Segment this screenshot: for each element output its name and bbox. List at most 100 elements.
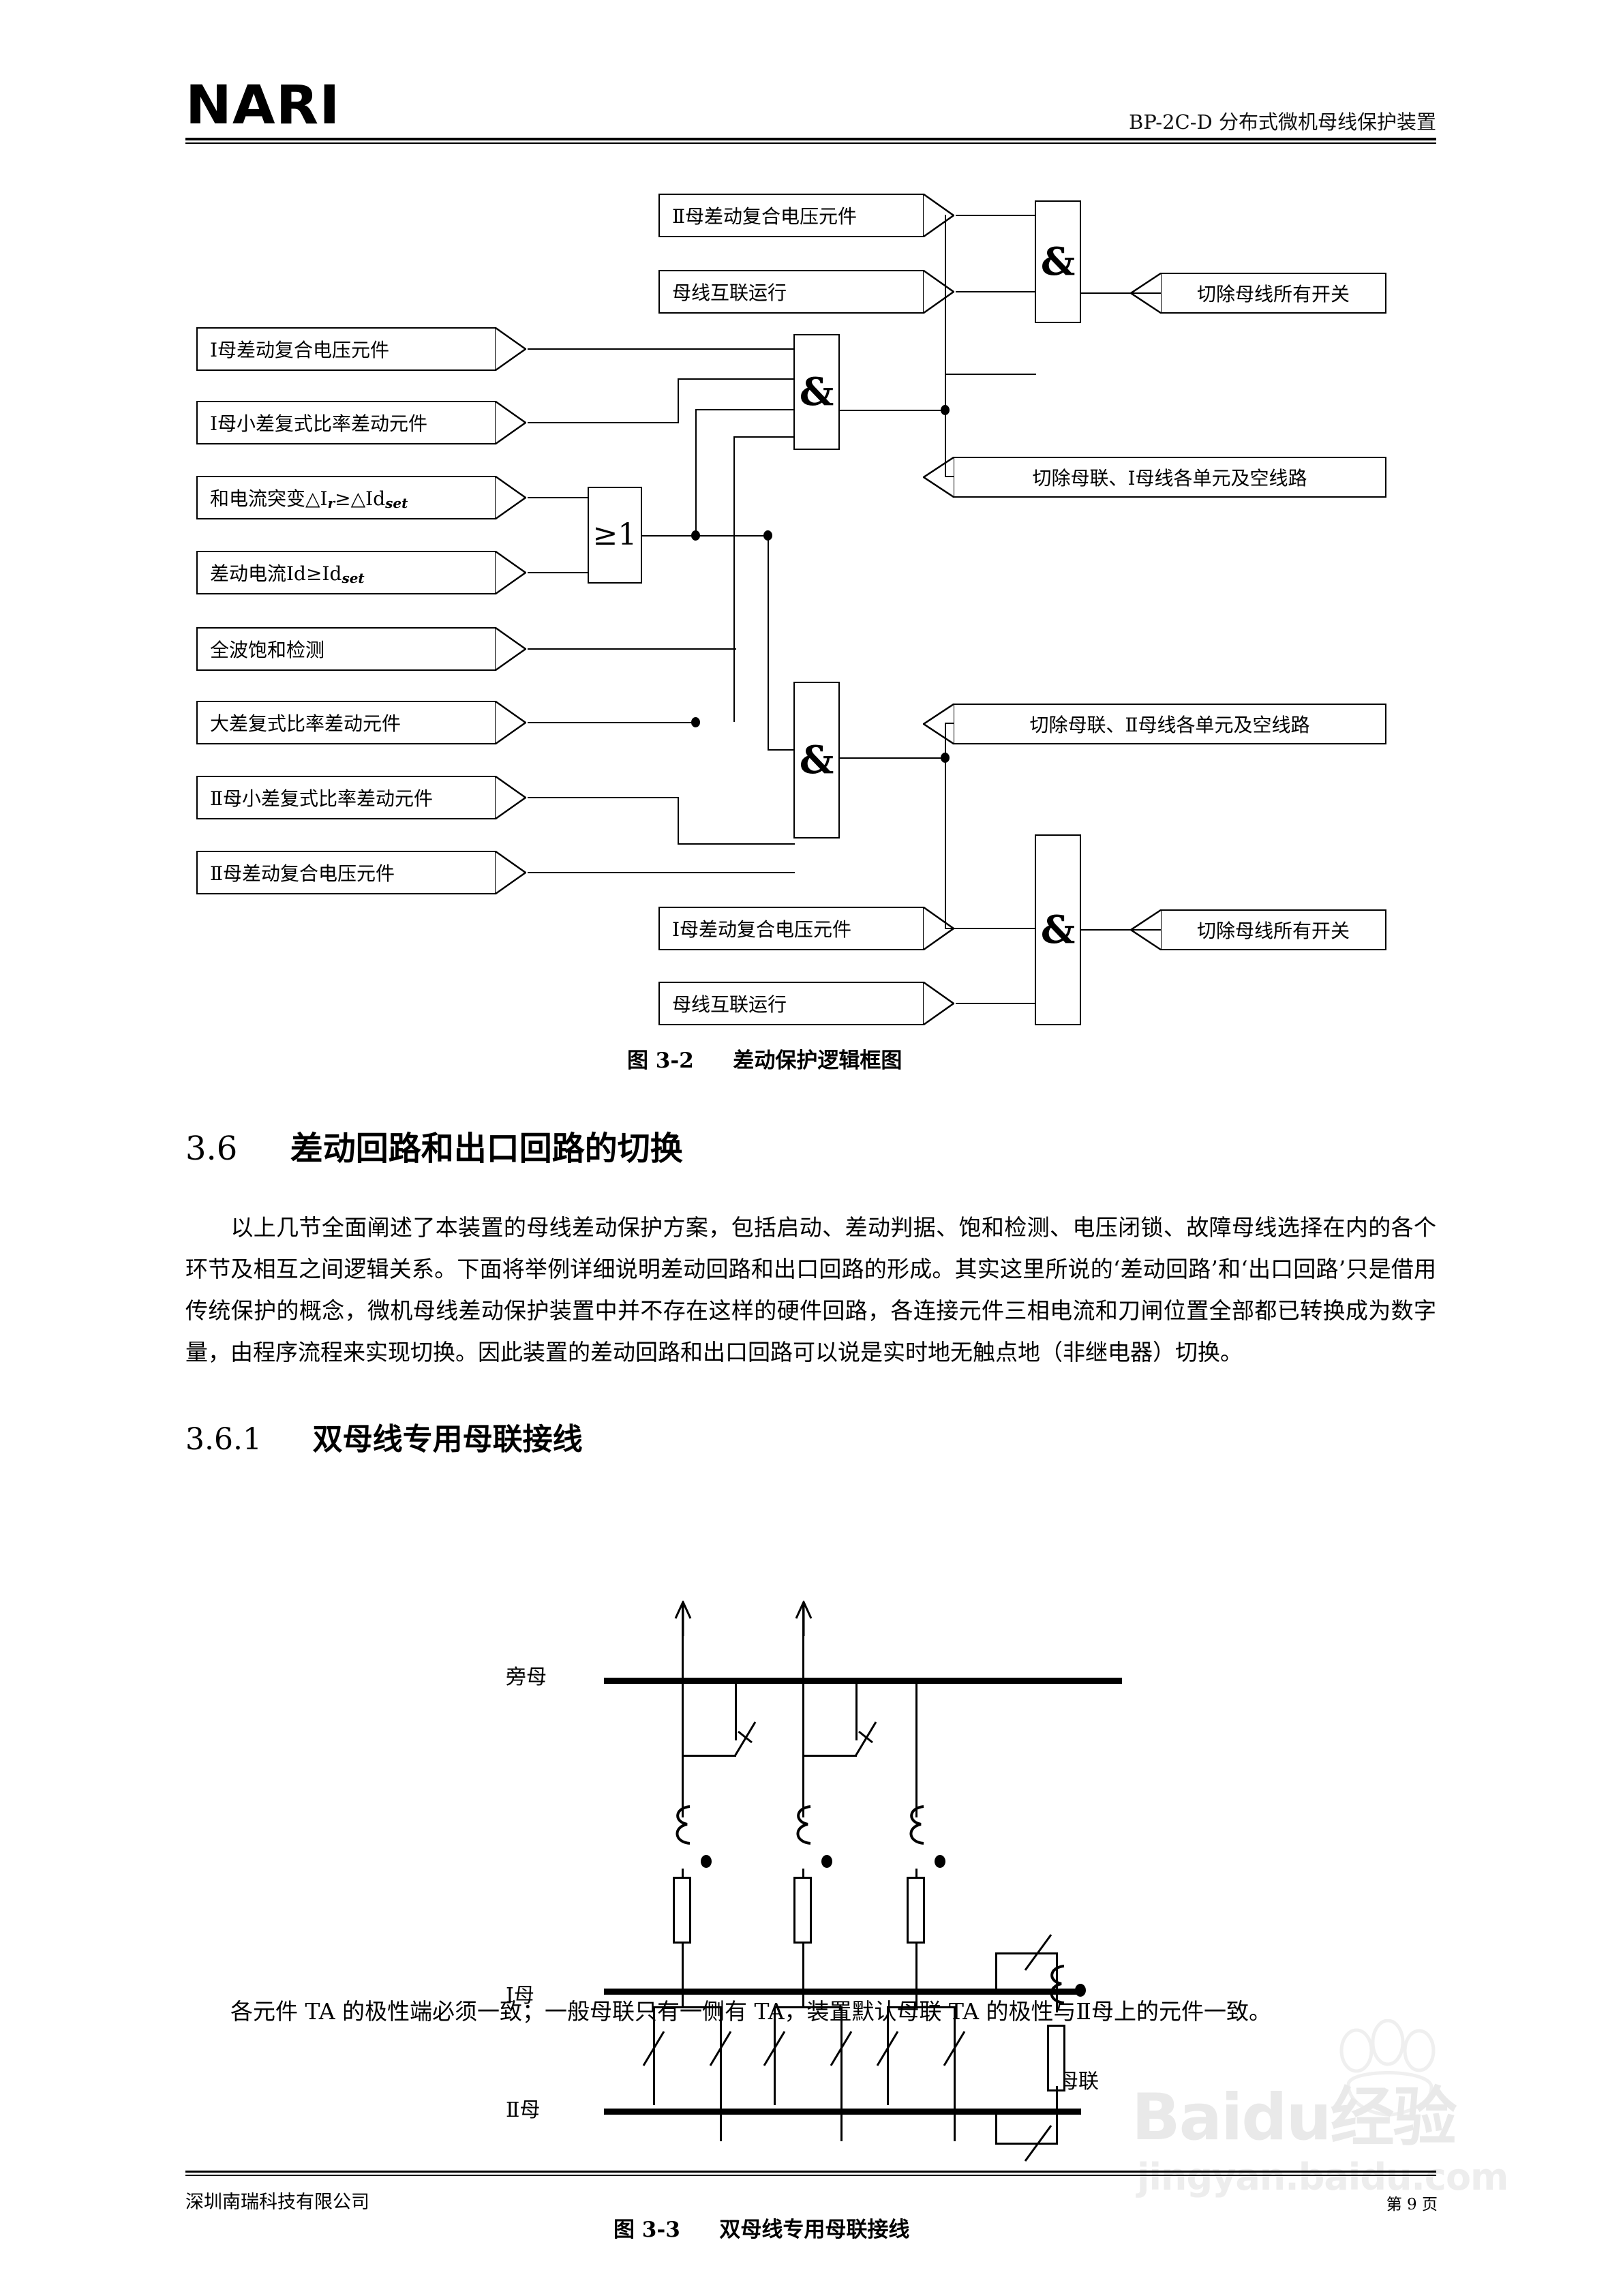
- output-block-trip-all-bus-switches-bottom[interactable]: 切除母线所有开关: [1130, 909, 1386, 950]
- wire: [838, 410, 945, 411]
- feeder-2-bus1-isolator-icon: [763, 2031, 786, 2066]
- wire: [945, 724, 946, 758]
- header-rule-thick: [185, 138, 1436, 140]
- input-label: Ⅰ母差动复合电压元件: [672, 918, 852, 941]
- feeder-1-bypass-iso-bottom: [682, 1755, 736, 1757]
- output-block-trip-tie-and-bus2[interactable]: 切除母联、Ⅱ母线各单元及空线路: [923, 704, 1386, 744]
- output-block-trip-tie-and-bus1[interactable]: 切除母联、Ⅰ母线各单元及空线路: [923, 457, 1386, 498]
- header-rule-thin: [185, 142, 1436, 144]
- feeder-1-iso-left: [653, 2006, 655, 2105]
- wire: [1080, 929, 1162, 931]
- figure-3-2-logic-diagram: Ⅱ母差动复合电压元件 母线互联运行 Ⅰ母差动复合电压元件 Ⅰ母小差复式比率差动元…: [0, 0, 1623, 1073]
- gate-and-top[interactable]: &: [1035, 200, 1081, 323]
- input-label: Ⅱ母差动复合电压元件: [672, 205, 858, 228]
- output-label: 切除母线所有开关: [1196, 920, 1350, 942]
- header-title: BP-2C-D 分布式微机母线保护装置: [1129, 110, 1436, 134]
- figure-3-2-caption: 图 3-2 差动保护逻辑框图: [627, 1043, 902, 1074]
- output-block-trip-all-bus-switches-top[interactable]: 切除母线所有开关: [1130, 273, 1386, 314]
- input-block-ii-bus-small-diff-ratio[interactable]: Ⅱ母小差复式比率差动元件: [196, 776, 526, 819]
- gate-or[interactable]: ≥1: [588, 487, 642, 584]
- gate-symbol: &: [799, 369, 834, 414]
- tie-top-bar: [995, 1952, 1058, 1954]
- feeder-2-iso-left: [774, 2006, 776, 2105]
- wire: [695, 409, 795, 410]
- tie-ct-icon: [1050, 1965, 1065, 2004]
- gate-and-bus2[interactable]: &: [793, 682, 840, 839]
- input-block-sum-current-sudden-change[interactable]: 和电流突变△Ir≥△Idset: [196, 476, 526, 519]
- feeder-3-iso-left: [887, 2006, 889, 2105]
- feeder-3-breaker: [907, 1877, 925, 1944]
- input-label: Ⅱ母差动复合电压元件: [210, 862, 395, 885]
- input-block-ii-bus-diff-voltage[interactable]: Ⅱ母差动复合电压元件: [658, 194, 954, 237]
- pentagon-tip-icon: [495, 627, 526, 671]
- wire: [956, 928, 1036, 929]
- gate-and-bottom[interactable]: &: [1035, 834, 1081, 1025]
- pentagon-tip-icon: [495, 551, 526, 594]
- caption-number: 图 3-2: [627, 1048, 694, 1073]
- input-block-bus-interconnect-run-top[interactable]: 母线互联运行: [658, 270, 954, 314]
- wire: [838, 757, 945, 759]
- pentagon-tip-icon: [923, 982, 954, 1025]
- input-label: 母线互联运行: [672, 993, 787, 1016]
- feeder-2-ct-polarity-dot: [821, 1855, 832, 1868]
- feeder-3-iso-right: [954, 2006, 956, 2141]
- input-block-large-diff-ratio[interactable]: 大差复式比率差动元件: [196, 701, 526, 744]
- feeder-1-breaker: [673, 1877, 691, 1944]
- tie-iso-bottom-left: [995, 2109, 997, 2144]
- input-block-full-wave-saturation-detect[interactable]: 全波饱和检测: [196, 627, 526, 671]
- wire: [768, 535, 769, 751]
- feeder-1-iso-top-bar: [653, 2006, 721, 2008]
- pentagon-tip-icon: [923, 704, 954, 744]
- pentagon-tip-icon: [923, 457, 954, 498]
- pentagon-tip-icon: [495, 851, 526, 894]
- input-block-i-bus-small-diff-ratio[interactable]: Ⅰ母小差复式比率差动元件: [196, 401, 526, 444]
- wire: [528, 872, 795, 873]
- paragraph-text: 以上几节全面阐述了本装置的母线差动保护方案，包括启动、差动判据、饱和检测、电压闭…: [185, 1214, 1436, 1365]
- feeder-2-trunk-seg3: [802, 1942, 804, 2008]
- paw-print-icon: [1339, 2019, 1436, 2117]
- section-3-6-1-heading: 3.6.1 双母线专用母联接线: [185, 1415, 583, 1458]
- wire: [945, 374, 1036, 375]
- input-block-bus-interconnect-run-bottom[interactable]: 母线互联运行: [658, 982, 954, 1025]
- wire: [678, 843, 795, 845]
- pentagon-tip-icon: [495, 476, 526, 519]
- feeder-1-bypass-isolator-icon: [733, 1721, 757, 1757]
- feeder-3-iso-top-bar: [887, 2006, 955, 2008]
- wire: [528, 348, 795, 350]
- watermark-line-1: Baidu经验: [1132, 2081, 1457, 2155]
- rail-bus-i: [604, 1989, 1081, 1995]
- input-block-i-bus-diff-voltage[interactable]: Ⅰ母差动复合电压元件: [196, 327, 526, 371]
- wire: [528, 648, 736, 650]
- tie-trunk-lower: [1056, 2086, 1058, 2145]
- feeder-2-bypass-iso-bottom: [802, 1755, 857, 1757]
- input-block-i-bus-diff-voltage-bottom[interactable]: Ⅰ母差动复合电压元件: [658, 907, 954, 950]
- figure-3-3-busbar-schematic: 旁母 Ⅰ母 Ⅱ母 母联: [0, 1486, 1623, 2242]
- input-label: Ⅰ母小差复式比率差动元件: [210, 412, 428, 435]
- pentagon-tip-icon: [923, 270, 954, 314]
- feeder-2-bypass-isolator-icon: [854, 1721, 877, 1757]
- input-block-ii-bus-diff-voltage-lower[interactable]: Ⅱ母差动复合电压元件: [196, 851, 526, 894]
- section-3-6-paragraph: 以上几节全面阐述了本装置的母线差动保护方案，包括启动、差动判据、饱和检测、电压闭…: [185, 1207, 1436, 1373]
- feeder-1-bypass-iso-right: [735, 1678, 737, 1740]
- feeder-1-arrow-icon: [674, 1601, 692, 1636]
- input-block-diff-current[interactable]: 差动电流Id≥Idset: [196, 551, 526, 594]
- page-header: NARI BP-2C-D 分布式微机母线保护装置: [185, 65, 1436, 144]
- nari-logo: NARI: [185, 75, 341, 136]
- gate-and-bus1[interactable]: &: [793, 334, 840, 450]
- rail-bus-ii: [604, 2109, 1081, 2115]
- section-title: 差动回路和出口回路的切换: [290, 1130, 683, 1168]
- feeder-3-ct-icon: [909, 1805, 924, 1845]
- watermark-line-2: jingyan.baidu.com: [1137, 2156, 1508, 2199]
- rail-label-bypass: 旁母: [506, 1665, 547, 1689]
- feeder-2-bypass-iso-right: [855, 1678, 858, 1740]
- feeder-2-iso-right: [840, 2006, 843, 2141]
- input-label: Ⅰ母差动复合电压元件: [210, 339, 390, 361]
- pentagon-tip-icon: [923, 194, 954, 237]
- tie-breaker: [1047, 2025, 1065, 2091]
- section-number: 3.6: [185, 1130, 238, 1168]
- wire: [641, 535, 770, 537]
- feeder-1-trunk-seg3: [682, 1942, 684, 2008]
- formula-sub-2: set: [342, 570, 365, 586]
- feeder-2-trunk-up: [802, 1605, 804, 1680]
- formula-sub-1: r: [327, 495, 335, 511]
